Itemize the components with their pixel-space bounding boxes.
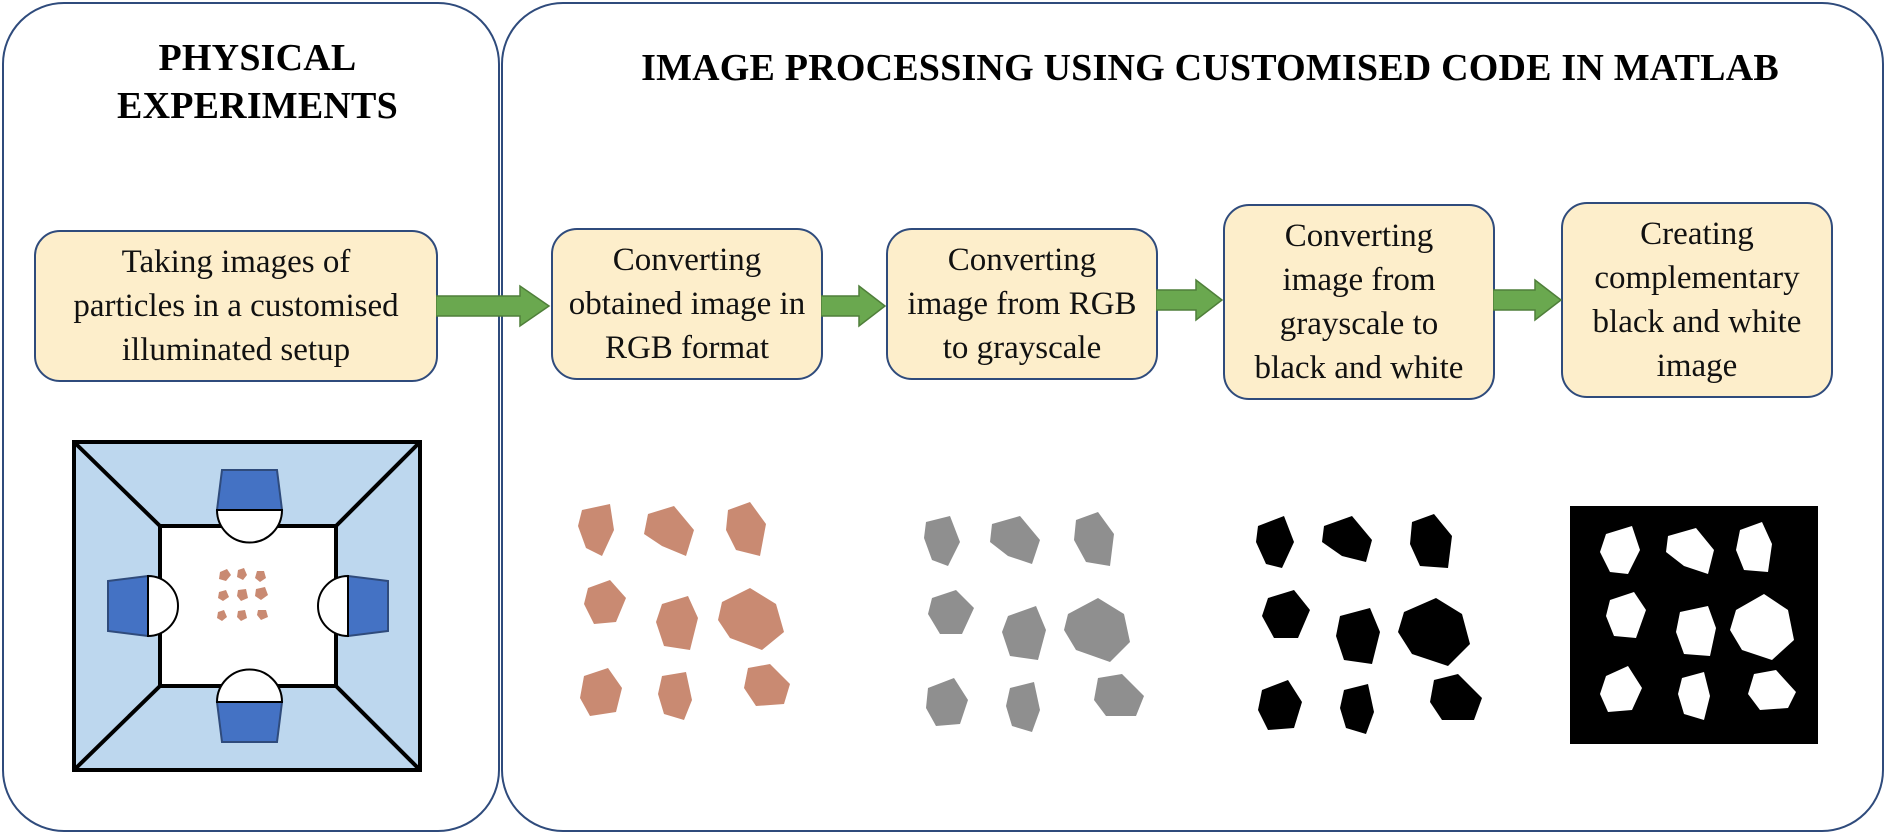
right-arrow-icon [1493, 278, 1563, 322]
lightbox-setup-icon [72, 440, 422, 772]
particle-image-icon [924, 512, 1144, 732]
right-arrow-icon [436, 284, 551, 328]
step-rgb-format: Converting obtained image in RGB format [551, 228, 823, 380]
image-processing-title: IMAGE PROCESSING USING CUSTOMISED CODE I… [641, 47, 1779, 89]
step-grayscale-to-bw: Converting image from grayscale to black… [1223, 204, 1495, 400]
particle-image-icon [1570, 506, 1818, 744]
physical-experiments-title: PHYSICAL EXPERIMENTS [117, 37, 398, 127]
step-rgb-to-grayscale: Converting image from RGB to grayscale [886, 228, 1158, 380]
particle-image-icon [578, 502, 790, 720]
right-arrow-icon [821, 284, 887, 328]
particle-image-icon [1256, 514, 1482, 734]
right-arrow-icon [1156, 278, 1224, 322]
step-take-images: Taking images of particles in a customis… [34, 230, 438, 382]
step-complementary-bw: Creating complementary black and white i… [1561, 202, 1833, 398]
